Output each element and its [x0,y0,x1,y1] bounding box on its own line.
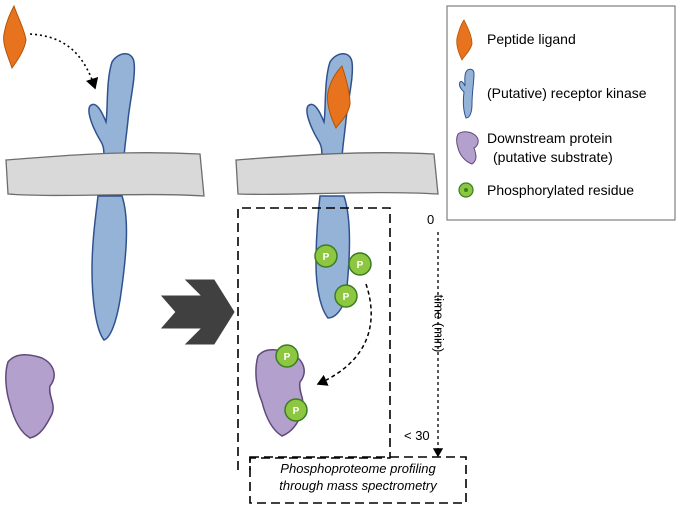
svg-text:P: P [323,252,330,263]
legend-putative-substrate-label: (putative substrate) [493,149,613,165]
transition-arrow [160,279,235,345]
signaling-arrow [316,283,372,386]
receptor-kinase-icon [459,68,475,119]
phospho-residue-receptor-2: P [348,252,372,276]
legend-box [446,5,676,221]
receptor-kinase-extracellular-left [88,53,136,161]
profiling-box [249,456,467,504]
phospho-residue-substrate-1: P [275,344,299,368]
peptide-ligand-shape-left [3,4,27,70]
profiling-label-line2: through mass spectrometry [279,478,437,493]
cell-membrane-left [5,152,205,197]
phospho-residue-substrate-2: P [284,398,308,422]
ligand-approach-arrow [29,33,99,90]
peptide-ligand-bound [327,65,351,129]
timeline-start-label: 0 [427,212,435,227]
legend-phosphorylated-residue-label: Phosphorylated residue [487,182,635,198]
svg-text:P: P [343,292,350,303]
profiling-label-line1: Phosphoproteome profiling [280,461,436,476]
receptor-kinase-intracellular-left [91,195,128,341]
phospho-residue-receptor-3: P [334,284,358,308]
legend-downstream-protein-label: Downstream protein [487,130,613,146]
legend-receptor-kinase-label: (Putative) receptor kinase [487,85,647,101]
legend-peptide-ligand-label: Peptide ligand [487,31,576,47]
phosphorylated-residue-icon [458,182,474,198]
profiling-label: Phosphoproteome profiling through mass s… [250,460,466,494]
svg-text:P: P [293,406,300,417]
svg-text:P: P [357,260,364,271]
timeline-end-label: < 30 [404,428,430,443]
phospho-residue-receptor-1: P [314,244,338,268]
timeline-axis-label: time (min) [431,294,447,353]
downstream-protein-icon [456,131,479,165]
time-window-box [237,207,391,470]
downstream-protein-left [5,354,55,439]
svg-text:P: P [284,352,291,363]
peptide-ligand-icon [456,19,473,61]
cell-membrane-right [235,152,439,196]
